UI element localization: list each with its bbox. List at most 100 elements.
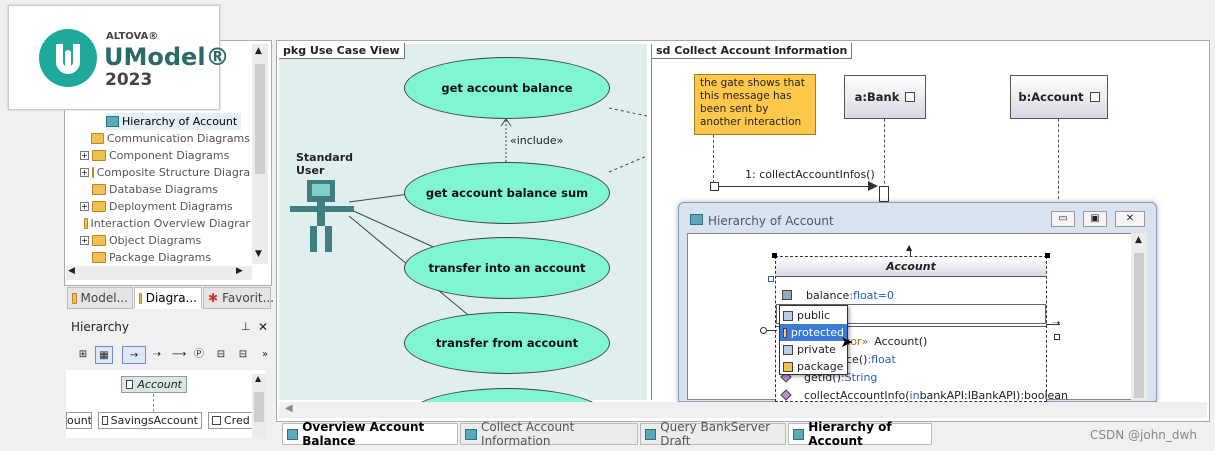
use-case-get-balance[interactable]: get account balance [404,57,610,119]
folder-icon [84,218,88,229]
hierarchy-child-node[interactable]: SavingsAccount [98,412,202,429]
class-icon [126,380,134,389]
anchor-left[interactable] [768,276,774,282]
tree-item-label: Object Diagrams [109,234,202,247]
tree-item[interactable]: +Deployment Diagrams [80,198,233,215]
protected-icon [783,327,787,338]
tab-query-bankserver-draft[interactable]: Query BankServer Draft [640,420,786,448]
resize-anchor-top[interactable]: ▲ [906,243,913,252]
tree-view-icon[interactable]: ⊞ [78,349,88,360]
close-icon[interactable]: ✕ [258,320,269,334]
tree-vscrollbar[interactable]: ▲ ▼ [252,44,268,264]
operation-row[interactable]: ce():float [780,351,896,367]
hierarchy-vscrollbar[interactable]: ▲ [252,374,266,438]
selection-handle [1045,253,1050,258]
tree-scroll-up[interactable]: ▲ [255,46,262,56]
tree-item[interactable]: Communication Diagrams [80,130,250,147]
expand-icon[interactable]: + [80,202,89,211]
left-connector-line [767,330,777,331]
anchor-right[interactable] [1054,334,1060,340]
attribute-row[interactable]: balance:float=0 [782,287,894,303]
visibility-option-private[interactable]: private [780,341,847,358]
tree-item[interactable]: Database Diagrams [80,181,218,198]
expand-icon[interactable]: + [80,168,89,177]
hierarchy-child-node[interactable]: ount [66,412,92,429]
folder-icon [92,201,106,212]
visibility-option-package[interactable]: package [780,358,847,375]
left-connector-dot[interactable] [760,327,767,334]
tree-scroll-thumb[interactable] [255,64,265,174]
tree-item-label: Hierarchy of Account [122,115,238,128]
member-filter-icon[interactable]: ⊟ [216,349,226,360]
scroll-left-icon[interactable]: ◀ [285,403,293,414]
tree-item[interactable]: +Composite Structure Diagram [80,164,250,181]
maximize-button[interactable]: ▣ [1083,211,1107,227]
tab-overview-account-balance[interactable]: Overview Account Balance [282,420,458,448]
minimize-button[interactable]: ▭ [1051,211,1075,227]
lifeline-bank[interactable]: a:Bank [844,75,926,119]
expand-icon[interactable]: + [80,151,89,160]
folder-icon [92,252,106,263]
lifeline-icon [1089,92,1100,102]
window-vscrollbar[interactable]: ▲ [1131,233,1147,400]
tab-favorites[interactable]: ✱ Favorit... [203,287,274,309]
message-label[interactable]: 1: collectAccountInfos() [745,168,875,181]
hierarchy-child-node[interactable]: Cred [208,412,254,429]
tree-item-label: Database Diagrams [109,183,218,196]
operation-row[interactable]: collectAccountInfo(in bankAPI:IBankAPI):… [780,387,1068,403]
sequence-diagram-header: sd Collect Account Information [652,43,853,59]
hierarchy-center-node[interactable]: Account [121,376,187,393]
operation-row[interactable]: tor»Account() [780,333,927,349]
window-title: Hierarchy of Account [708,214,834,228]
altova-brand: ALTOVA® [106,31,159,42]
private-icon [783,344,793,355]
use-case-transfer-from[interactable]: transfer from account [404,312,610,374]
dependency-filter-icon[interactable]: ⇢ [152,349,162,360]
folder-icon [91,167,94,178]
tree-item[interactable]: Interaction Overview Diagrar [80,215,250,232]
more-toolbar-icon[interactable]: » [261,349,269,360]
watermark: CSDN @john_dwh [1090,428,1197,442]
class-name: Account [886,260,936,273]
tab-diagram-tree[interactable]: Diagra... [134,287,202,309]
tree-hscrollbar[interactable]: ◀ ▶ [66,266,252,280]
gate-note[interactable]: the gate shows that this message has bee… [694,74,816,135]
close-button[interactable]: ✕ [1115,211,1145,227]
property-filter-icon[interactable]: Ⓟ [194,349,204,360]
folder-icon [92,235,106,246]
tree-item-selected[interactable]: Hierarchy of Account [106,113,242,130]
tree-item[interactable]: + Object Diagrams [80,232,201,249]
diagram-icon [106,116,119,127]
generalization-filter-icon[interactable]: → [122,346,146,364]
use-case-transfer-into[interactable]: transfer into an account [404,237,610,299]
tree-item[interactable]: Package Diagrams [80,249,211,266]
expand-icon[interactable]: + [80,236,89,245]
class-icon [102,416,108,425]
actor-icon [290,180,354,252]
gate[interactable] [710,182,719,191]
tab-model-tree[interactable]: Model... [67,287,133,309]
diagram-hscrollbar[interactable]: ◀ [279,402,1207,418]
hierarchy-title: Hierarchy [71,320,130,334]
folder-icon [72,292,77,304]
visibility-option-protected[interactable]: protected [780,324,847,341]
selection-handle [772,253,777,258]
use-case-get-balance-sum[interactable]: get account balance sum [404,162,610,224]
pin-icon[interactable]: ⊥ [241,320,251,333]
tab-collect-account-information[interactable]: Collect Account Information [460,420,638,448]
tab-hierarchy-of-account[interactable]: Hierarchy of Account [788,420,932,448]
tree-scroll-down[interactable]: ▼ [255,249,262,259]
visibility-dropdown[interactable]: public protected private package [779,305,848,375]
product-name: UModel® [104,43,230,71]
inherit-line [153,394,154,412]
attribute-icon [782,290,792,300]
graph-view-icon[interactable]: ▦ [95,346,113,364]
member2-filter-icon[interactable]: ⊟ [238,349,248,360]
association-filter-icon[interactable]: ⟶ [171,349,187,360]
lifeline-icon [905,92,916,102]
lifeline-account[interactable]: b:Account [1010,75,1108,119]
association-arrow-head: ➝ [1052,318,1061,329]
tree-item[interactable]: +Component Diagrams [80,147,229,164]
visibility-option-public[interactable]: public [780,307,847,324]
folder-icon [91,133,104,144]
